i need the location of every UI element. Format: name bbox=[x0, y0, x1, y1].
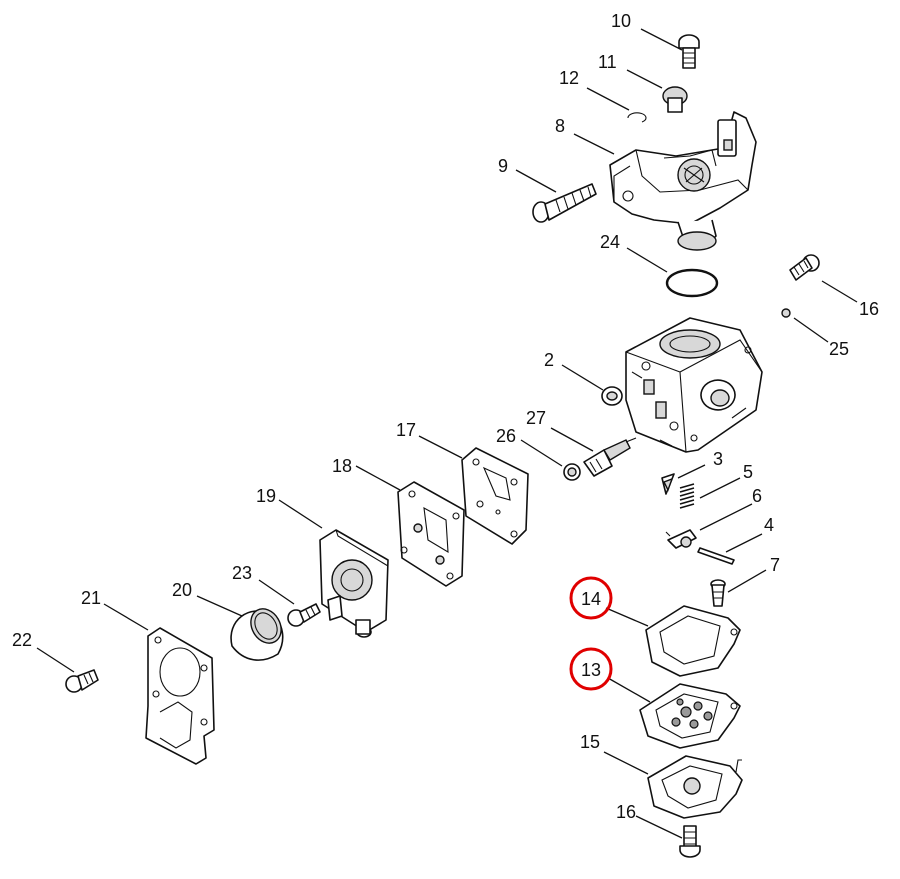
part-19-pump-cover bbox=[319, 529, 389, 638]
label-18: 18 bbox=[332, 456, 352, 476]
part-6-lever bbox=[665, 529, 697, 549]
part-25-ball bbox=[781, 308, 791, 318]
label-3: 3 bbox=[713, 449, 723, 469]
label-7: 7 bbox=[770, 555, 780, 575]
label-11: 11 bbox=[598, 52, 617, 72]
part-18-pump-plate bbox=[397, 481, 465, 587]
part-21-plate bbox=[145, 627, 215, 765]
part-23-screw bbox=[287, 603, 321, 627]
label-13: 13 bbox=[581, 660, 601, 680]
label-22: 22 bbox=[12, 630, 32, 650]
part-11-adjust-screw bbox=[662, 86, 688, 113]
part-3-needle-valve bbox=[661, 473, 675, 495]
label-27: 27 bbox=[526, 408, 546, 428]
label-16-top: 16 bbox=[859, 299, 879, 319]
label-26: 26 bbox=[496, 426, 516, 446]
part-22-screw bbox=[65, 669, 99, 693]
label-16-bottom: 16 bbox=[616, 802, 636, 822]
part-2-plug bbox=[601, 386, 623, 406]
label-14: 14 bbox=[581, 589, 601, 609]
label-17: 17 bbox=[396, 420, 416, 440]
part-27-needle bbox=[583, 437, 637, 477]
label-20: 20 bbox=[172, 580, 192, 600]
part-16-screw-bottom bbox=[679, 825, 701, 858]
part-17-gasket bbox=[461, 447, 529, 545]
label-8: 8 bbox=[555, 116, 565, 136]
part-5-spring bbox=[679, 483, 695, 509]
part-10-screw bbox=[678, 34, 700, 69]
carburetor-body bbox=[625, 317, 763, 453]
label-2: 2 bbox=[544, 350, 554, 370]
label-6: 6 bbox=[752, 486, 762, 506]
part-14-gasket bbox=[645, 605, 741, 677]
part-24-o-ring bbox=[665, 268, 719, 298]
label-4: 4 bbox=[764, 515, 774, 535]
part-15-metering-cover bbox=[647, 755, 743, 819]
part-13-diaphragm bbox=[639, 683, 741, 749]
label-5: 5 bbox=[743, 462, 753, 482]
label-9: 9 bbox=[498, 156, 508, 176]
part-9-screw bbox=[532, 183, 597, 223]
label-10: 10 bbox=[611, 11, 631, 31]
label-19: 19 bbox=[256, 486, 276, 506]
part-12-clip bbox=[627, 112, 647, 123]
highlight-circle-14 bbox=[569, 576, 613, 620]
label-15: 15 bbox=[580, 732, 600, 752]
highlight-circle-13 bbox=[569, 647, 613, 691]
label-21: 21 bbox=[81, 588, 101, 608]
part-20-primer-bulb bbox=[230, 608, 284, 661]
part-4-pin bbox=[697, 547, 735, 565]
part-7-screw bbox=[710, 579, 726, 607]
part-8-throttle-housing bbox=[609, 111, 757, 251]
label-23: 23 bbox=[232, 563, 252, 583]
part-26-washer bbox=[563, 463, 581, 481]
label-25: 25 bbox=[829, 339, 849, 359]
label-12: 12 bbox=[559, 68, 579, 88]
part-16-screw-top bbox=[789, 254, 820, 281]
label-24: 24 bbox=[600, 232, 620, 252]
